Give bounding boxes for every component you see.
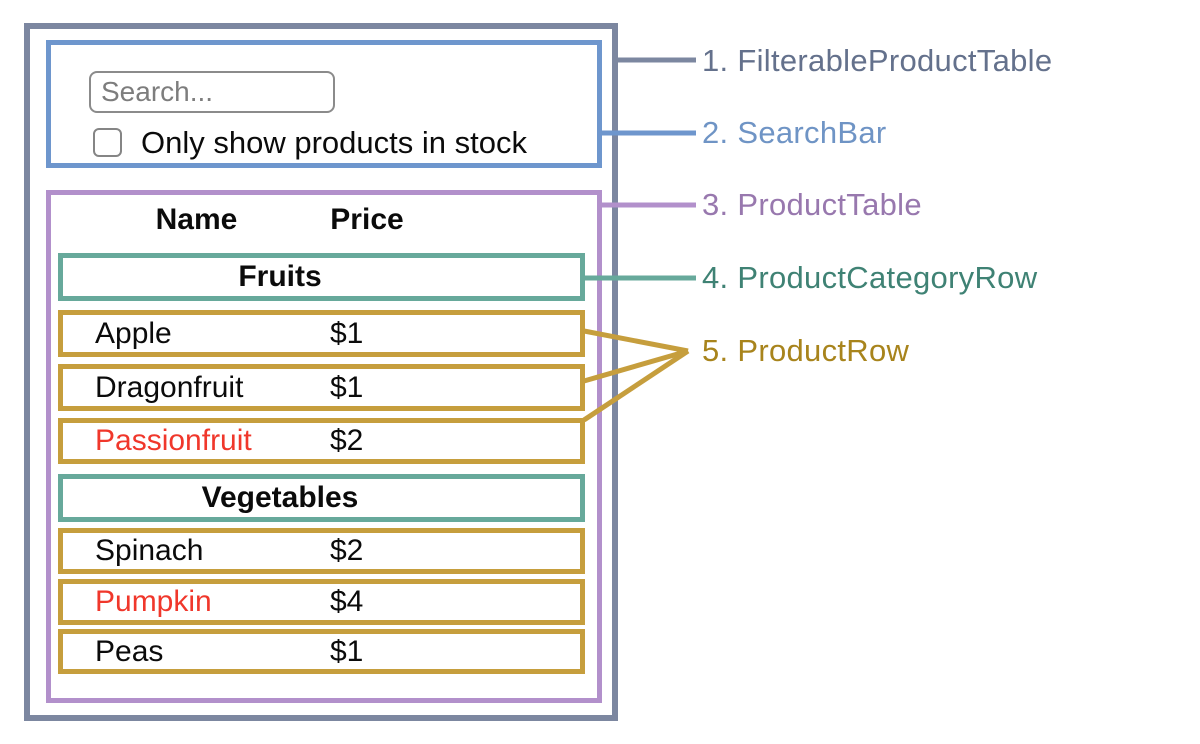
product-row-apple: Apple $1 (58, 310, 585, 357)
product-price: $2 (330, 534, 364, 567)
product-row-passionfruit: Passionfruit $2 (58, 418, 585, 464)
product-name: Apple (95, 316, 172, 350)
product-row-spinach: Spinach $2 (58, 528, 585, 574)
product-price: $2 (330, 424, 364, 457)
product-name: Spinach (95, 534, 204, 567)
legend-filterable-product-table: 1. FilterableProductTable (702, 43, 1053, 78)
product-table-box (46, 190, 602, 703)
product-name: Passionfruit (95, 424, 252, 457)
product-row-peas: Peas $1 (58, 629, 585, 674)
legend-search-bar: 2. SearchBar (702, 115, 887, 150)
search-bar-box (46, 40, 602, 168)
product-row-pumpkin: Pumpkin $4 (58, 579, 585, 625)
legend-product-table: 3. ProductTable (702, 187, 922, 222)
column-header-price: Price (330, 203, 404, 236)
product-name: Peas (95, 634, 164, 668)
product-price: $1 (330, 316, 364, 350)
category-label: Fruits (238, 260, 322, 293)
product-price: $1 (330, 370, 364, 404)
product-price: $1 (330, 634, 364, 668)
legend-product-category-row: 4. ProductCategoryRow (702, 260, 1038, 295)
product-row-dragonfruit: Dragonfruit $1 (58, 364, 585, 411)
category-row-vegetables: Vegetables (58, 474, 585, 522)
product-name: Dragonfruit (95, 370, 244, 404)
in-stock-checkbox-label: Only show products in stock (141, 125, 527, 160)
category-row-fruits: Fruits (58, 253, 585, 301)
product-price: $4 (330, 585, 364, 618)
search-input[interactable] (89, 71, 335, 113)
column-header-name: Name (155, 203, 238, 236)
legend-product-row: 5. ProductRow (702, 333, 910, 368)
category-label: Vegetables (201, 481, 359, 514)
in-stock-checkbox[interactable] (93, 128, 122, 157)
product-name: Pumpkin (95, 585, 212, 618)
